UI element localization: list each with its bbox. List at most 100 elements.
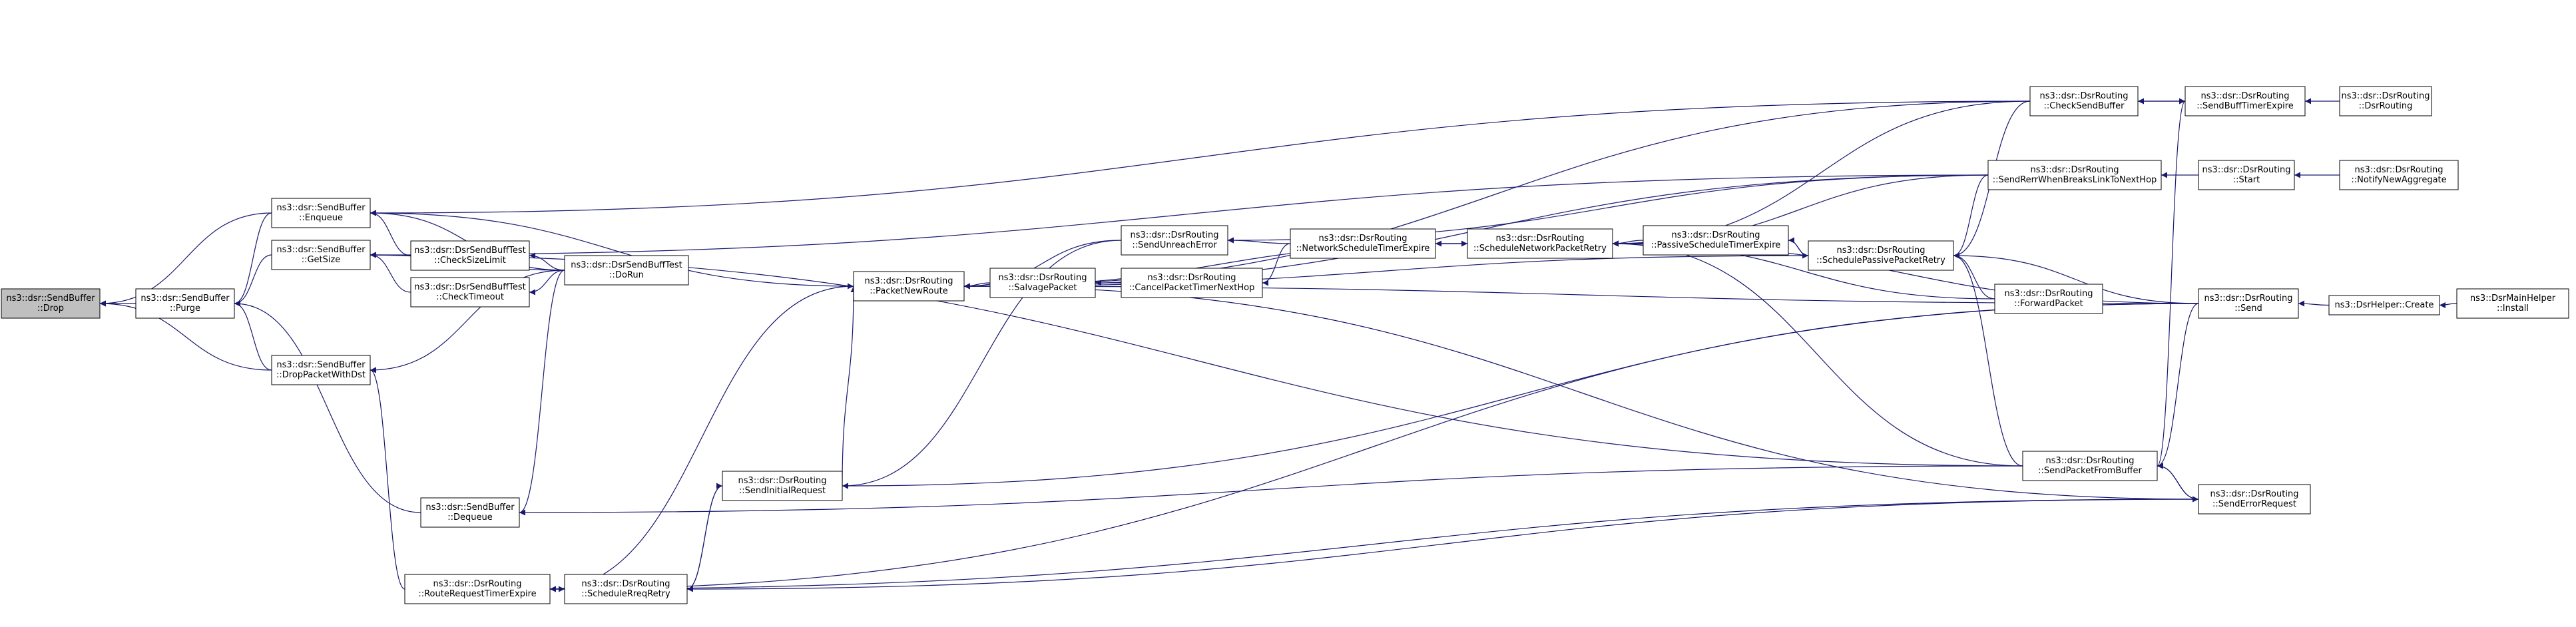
- node-box[interactable]: [2198, 484, 2311, 515]
- node-label-line: ns3::dsr::DsrRouting: [433, 579, 522, 589]
- node-label-line: ns3::dsr::DsrRouting: [2046, 456, 2135, 466]
- node-label-line: ns3::dsr::SendBuffer: [140, 294, 230, 304]
- node-notifynewaggregate[interactable]: ns3::dsr::DsrRouting::NotifyNewAggregate: [2339, 160, 2459, 190]
- node-box[interactable]: [2198, 160, 2295, 190]
- node-label-line: ns3::DsrHelper::Create: [2335, 300, 2434, 310]
- node-send[interactable]: ns3::dsr::DsrRouting::Send: [2198, 288, 2299, 319]
- node-box[interactable]: [989, 268, 1096, 298]
- edge-routerequesttimerexpire-to-packetnewroute: [549, 283, 854, 590]
- node-senderrorrequest[interactable]: ns3::dsr::DsrRouting::SendErrorRequest: [2198, 484, 2311, 515]
- node-box[interactable]: [564, 255, 689, 286]
- node-checksendbuffer[interactable]: ns3::dsr::DsrRouting::CheckSendBuffer: [2029, 86, 2139, 116]
- node-box[interactable]: [1994, 284, 2103, 314]
- node-label-line: ::DropPacketWithDst: [276, 370, 366, 380]
- node-label-line: ::RouteRequestTimerExpire: [418, 589, 536, 599]
- node-sendrerrwhenbreakslinktonexthop[interactable]: ns3::dsr::DsrRouting::SendRerrWhenBreaks…: [1987, 160, 2162, 190]
- node-routerequesttimerexpire[interactable]: ns3::dsr::DsrRouting::RouteRequestTimerE…: [404, 574, 551, 604]
- node-label-line: ns3::dsr::DsrRouting: [2210, 489, 2299, 499]
- node-box[interactable]: [1121, 268, 1263, 298]
- node-droppacketwithdst[interactable]: ns3::dsr::SendBuffer::DropPacketWithDst: [271, 355, 371, 385]
- node-dequeue[interactable]: ns3::dsr::SendBuffer::Dequeue: [420, 497, 520, 528]
- node-cancelpackettimernexthop[interactable]: ns3::dsr::DsrRouting::CancelPacketTimerN…: [1121, 268, 1263, 298]
- edge-send-to-schedulepassivepacketretry: [1953, 252, 2199, 304]
- node-schedulereqretry[interactable]: ns3::dsr::DsrRouting::ScheduleRreqRetry: [564, 574, 688, 604]
- node-box[interactable]: [2198, 288, 2299, 319]
- node-sendpacketfrombuffer[interactable]: ns3::dsr::DsrRouting::SendPacketFromBuff…: [2022, 451, 2158, 481]
- node-label-line: ::CheckTimeout: [436, 292, 504, 302]
- node-schedulepassivepacketretry[interactable]: ns3::dsr::DsrRouting::SchedulePassivePac…: [1808, 240, 1954, 271]
- node-sendbufftimerexpire[interactable]: ns3::dsr::DsrRouting::SendBuffTimerExpir…: [2185, 86, 2306, 116]
- node-box[interactable]: [2185, 86, 2306, 116]
- node-box[interactable]: [135, 288, 235, 319]
- node-networkscheduletimerexpire[interactable]: ns3::dsr::DsrRouting::NetworkScheduleTim…: [1290, 228, 1436, 259]
- node-box[interactable]: [1121, 225, 1228, 256]
- node-forwardpacket[interactable]: ns3::dsr::DsrRouting::ForwardPacket: [1994, 284, 2103, 314]
- node-label-line: ns3::dsr::DsrRouting: [1131, 230, 1219, 240]
- node-box[interactable]: [1290, 228, 1436, 259]
- node-box[interactable]: [271, 355, 371, 385]
- edge-enqueue-to-drop: [99, 212, 272, 307]
- node-box[interactable]: [404, 574, 551, 604]
- node-box[interactable]: [410, 277, 530, 308]
- node-label-line: ns3::dsr::DsrRouting: [2201, 91, 2290, 101]
- node-label-line: ns3::dsr::DsrSendBuffTest: [414, 246, 526, 256]
- edge-sendpacketfrombuffer-to-getsize: [370, 252, 2023, 467]
- node-box[interactable]: [2328, 295, 2440, 315]
- node-purge[interactable]: ns3::dsr::SendBuffer::Purge: [135, 288, 235, 319]
- node-getsize[interactable]: ns3::dsr::SendBuffer::GetSize: [271, 240, 371, 270]
- node-box[interactable]: [1808, 240, 1954, 271]
- node-dsrhelpercreate[interactable]: ns3::DsrHelper::Create: [2328, 295, 2440, 315]
- node-drop[interactable]: ns3::dsr::SendBuffer::Drop: [1, 288, 101, 319]
- node-dorun[interactable]: ns3::dsr::DsrSendBuffTest::DoRun: [564, 255, 689, 286]
- node-box[interactable]: [2339, 86, 2432, 116]
- node-passivescheduletimerexpire[interactable]: ns3::dsr::DsrRouting::PassiveScheduleTim…: [1643, 225, 1789, 256]
- node-packetnewroute[interactable]: ns3::dsr::DsrRouting::PacketNewRoute: [853, 271, 965, 302]
- node-label-line: ::NotifyNewAggregate: [2351, 175, 2446, 185]
- node-box[interactable]: [1643, 225, 1789, 256]
- node-box[interactable]: [271, 240, 371, 270]
- node-label-line: ns3::dsr::DsrRouting: [2005, 289, 2093, 299]
- edge-dequeue-to-purge: [234, 300, 421, 513]
- node-enqueue[interactable]: ns3::dsr::SendBuffer::Enqueue: [271, 198, 371, 228]
- node-box[interactable]: [410, 240, 530, 271]
- edge-schedulereqretry-to-sendinitialrequest: [686, 483, 723, 590]
- node-box[interactable]: [564, 574, 688, 604]
- node-label-line: ns3::dsr::DsrRouting: [2202, 165, 2291, 175]
- node-dsrrouting[interactable]: ns3::dsr::DsrRouting::DsrRouting: [2339, 86, 2432, 116]
- node-label-line: ns3::dsr::DsrRouting: [1319, 234, 1408, 244]
- node-schedulenetworkpacketretry[interactable]: ns3::dsr::DsrRouting::ScheduleNetworkPac…: [1467, 228, 1613, 259]
- node-checktimeout[interactable]: ns3::dsr::DsrSendBuffTest::CheckTimeout: [410, 277, 530, 308]
- node-box[interactable]: [1987, 160, 2162, 190]
- node-label-line: ::ScheduleRreqRetry: [581, 589, 670, 599]
- node-sendunreacherror[interactable]: ns3::dsr::DsrRouting::SendUnreachError: [1121, 225, 1228, 256]
- node-box[interactable]: [2022, 451, 2158, 481]
- node-box[interactable]: [2339, 160, 2459, 190]
- edge-droppacketwithdst-to-drop: [99, 300, 272, 371]
- node-box[interactable]: [1, 288, 101, 319]
- node-box[interactable]: [853, 271, 965, 302]
- node-label-line: ::NetworkScheduleTimerExpire: [1296, 244, 1430, 254]
- node-label-line: ::Dequeue: [447, 513, 493, 522]
- node-label-line: ns3::dsr::DsrRouting: [1496, 234, 1585, 244]
- node-sendinitialrequest[interactable]: ns3::dsr::DsrRouting::SendInitialRequest: [722, 471, 843, 501]
- edge-sendunreacherror-to-sendinitialrequest: [842, 240, 1122, 489]
- node-box[interactable]: [2456, 288, 2569, 319]
- node-box[interactable]: [271, 198, 371, 228]
- edge-checksizelimit-to-enqueue: [370, 210, 411, 256]
- node-box[interactable]: [722, 471, 843, 501]
- node-checksizelimit[interactable]: ns3::dsr::DsrSendBuffTest::CheckSizeLimi…: [410, 240, 530, 271]
- node-label-line: ::Purge: [170, 304, 200, 314]
- node-box[interactable]: [2029, 86, 2139, 116]
- node-label-line: ns3::dsr::DsrSendBuffTest: [414, 282, 526, 292]
- node-start[interactable]: ns3::dsr::DsrRouting::Start: [2198, 160, 2295, 190]
- edge-send-to-sendpacketfrombuffer: [2157, 303, 2199, 469]
- node-label-line: ::Install: [2497, 304, 2529, 314]
- node-salvagepacket[interactable]: ns3::dsr::DsrRouting::SalvagePacket: [989, 268, 1096, 298]
- node-label-line: ::Enqueue: [299, 213, 343, 223]
- node-label-line: ::PacketNewRoute: [870, 286, 947, 296]
- node-dsrmainhelperinstall[interactable]: ns3::DsrMainHelper::Install: [2456, 288, 2569, 319]
- node-label-line: ::CheckSendBuffer: [2044, 101, 2125, 111]
- node-label-line: ::PassiveScheduleTimerExpire: [1651, 240, 1781, 250]
- node-box[interactable]: [420, 497, 520, 528]
- node-box[interactable]: [1467, 228, 1613, 259]
